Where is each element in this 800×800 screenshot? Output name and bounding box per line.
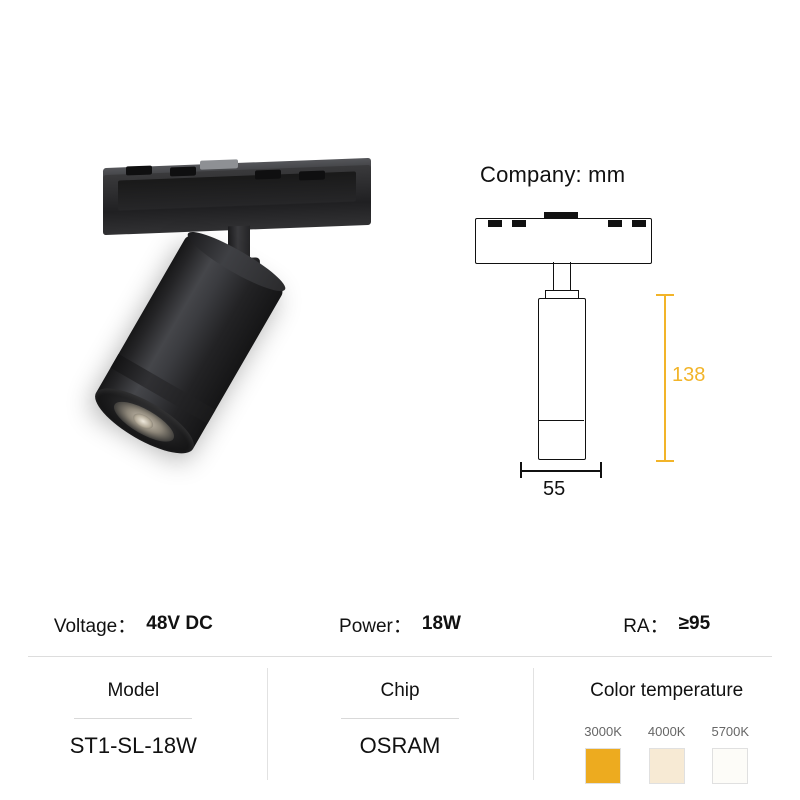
color-temperature-swatch[interactable]	[712, 748, 749, 784]
card-model-rule	[74, 718, 193, 719]
color-temperature-label: 3000K	[584, 724, 622, 739]
width-dim-right-cap	[600, 462, 602, 478]
section-divider	[28, 656, 772, 657]
track-notch	[170, 166, 196, 177]
spec-power-key: Power：	[339, 615, 412, 637]
diagram-track-notch	[512, 220, 526, 227]
bottom-cards: Model ST1-SL-18W Chip OSRAM Color temper…	[0, 660, 800, 800]
dimension-diagram: Company: mm 138 55	[460, 150, 740, 530]
color-temperature-options: 3000K 4000K 5700K	[584, 724, 749, 784]
spec-power-value: 18W	[421, 613, 461, 634]
spec-power: Power： 18W	[267, 611, 534, 638]
diagram-cylinder	[538, 298, 586, 460]
diagram-title: Company: mm	[480, 162, 626, 187]
track-notch	[126, 165, 152, 176]
height-dim-label: 138	[672, 364, 706, 386]
card-model: Model ST1-SL-18W	[0, 660, 267, 800]
card-model-title: Model	[107, 680, 160, 701]
diagram-stem	[553, 262, 571, 294]
height-dim-line	[664, 294, 666, 462]
diagram-cylinder-divider	[538, 420, 584, 421]
spotlight-cylinder	[86, 224, 291, 466]
diagram-track-notch	[632, 220, 646, 227]
card-chip-title: Chip	[380, 680, 420, 701]
track-clip	[200, 159, 238, 170]
card-chip: Chip OSRAM	[266, 660, 534, 800]
color-temperature-label: 5700K	[711, 724, 750, 739]
card-chip-value: OSRAM	[359, 733, 441, 758]
height-dim-bottom-cap	[656, 460, 674, 462]
card-color-temperature-title: Color temperature	[590, 680, 744, 701]
color-temperature-swatch[interactable]	[585, 748, 622, 784]
color-temperature-option[interactable]: 3000K	[584, 724, 622, 784]
card-color-temperature: Color temperature 3000K 4000K 5700K	[533, 660, 800, 800]
track-notch	[299, 170, 325, 181]
color-temperature-option[interactable]: 5700K	[711, 724, 749, 784]
spec-voltage-value: 48V DC	[146, 613, 213, 634]
product-photo	[60, 130, 430, 530]
spec-voltage-key: Voltage：	[53, 615, 137, 637]
color-temperature-swatch[interactable]	[648, 748, 685, 784]
card-model-value: ST1-SL-18W	[69, 733, 197, 758]
color-temperature-label: 4000K	[647, 724, 686, 739]
spec-ra: RA： ≥95	[533, 611, 800, 638]
spec-voltage: Voltage： 48V DC	[0, 611, 267, 638]
color-temperature-option[interactable]: 4000K	[647, 724, 686, 784]
width-dim-label: 55	[543, 478, 566, 500]
card-chip-rule	[341, 718, 459, 719]
diagram-track-notch	[488, 220, 502, 227]
track-notch	[255, 169, 281, 180]
spec-row: Voltage： 48V DC Power： 18W RA： ≥95	[0, 592, 800, 656]
spec-ra-value: ≥95	[678, 613, 711, 634]
width-dim-line	[520, 470, 602, 472]
diagram-track-notch	[608, 220, 622, 227]
spec-ra-key: RA：	[623, 615, 669, 637]
diagram-track-clip	[544, 212, 578, 219]
